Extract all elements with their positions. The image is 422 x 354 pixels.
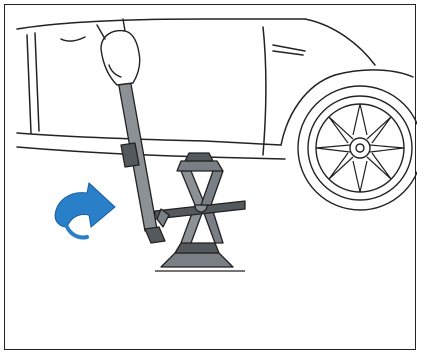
car-body xyxy=(17,19,413,159)
wheel-icon xyxy=(298,86,417,210)
hand-icon xyxy=(97,19,140,85)
scissor-jack-icon xyxy=(155,153,245,267)
rotation-arrow-icon xyxy=(55,183,115,238)
jack-illustration xyxy=(5,5,417,351)
jack-handle-icon xyxy=(117,73,169,243)
illustration-frame xyxy=(4,4,416,350)
